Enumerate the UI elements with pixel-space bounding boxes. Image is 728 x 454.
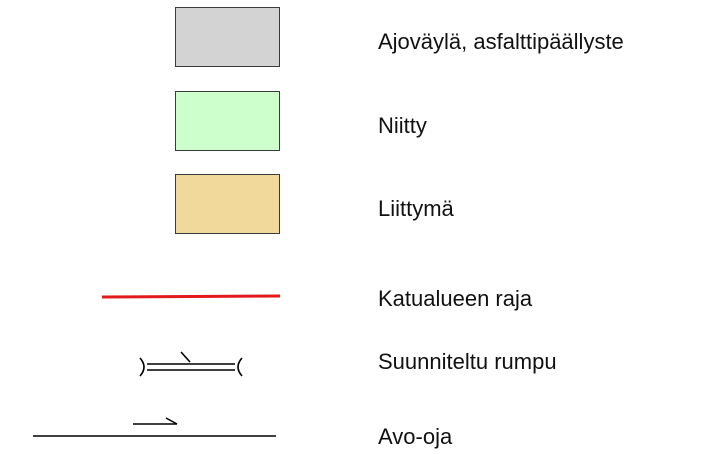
- legend-label-asphalt-road: Ajoväylä, asfalttipäällyste: [378, 29, 624, 54]
- legend-label-street-boundary: Katualueen raja: [378, 286, 533, 311]
- legend-label-junction: Liittymä: [378, 196, 454, 221]
- legend-label-planned-culvert: Suunniteltu rumpu: [378, 349, 557, 374]
- legend-label-open-ditch: Avo-oja: [378, 424, 453, 449]
- junction-swatch: [175, 174, 280, 234]
- street-boundary-line: [101, 294, 281, 299]
- legend-label-meadow: Niitty: [378, 113, 427, 138]
- open-ditch-icon: [33, 417, 276, 437]
- culvert-icon: [139, 351, 243, 377]
- meadow-swatch: [175, 91, 280, 151]
- asphalt-road-swatch: [175, 7, 280, 67]
